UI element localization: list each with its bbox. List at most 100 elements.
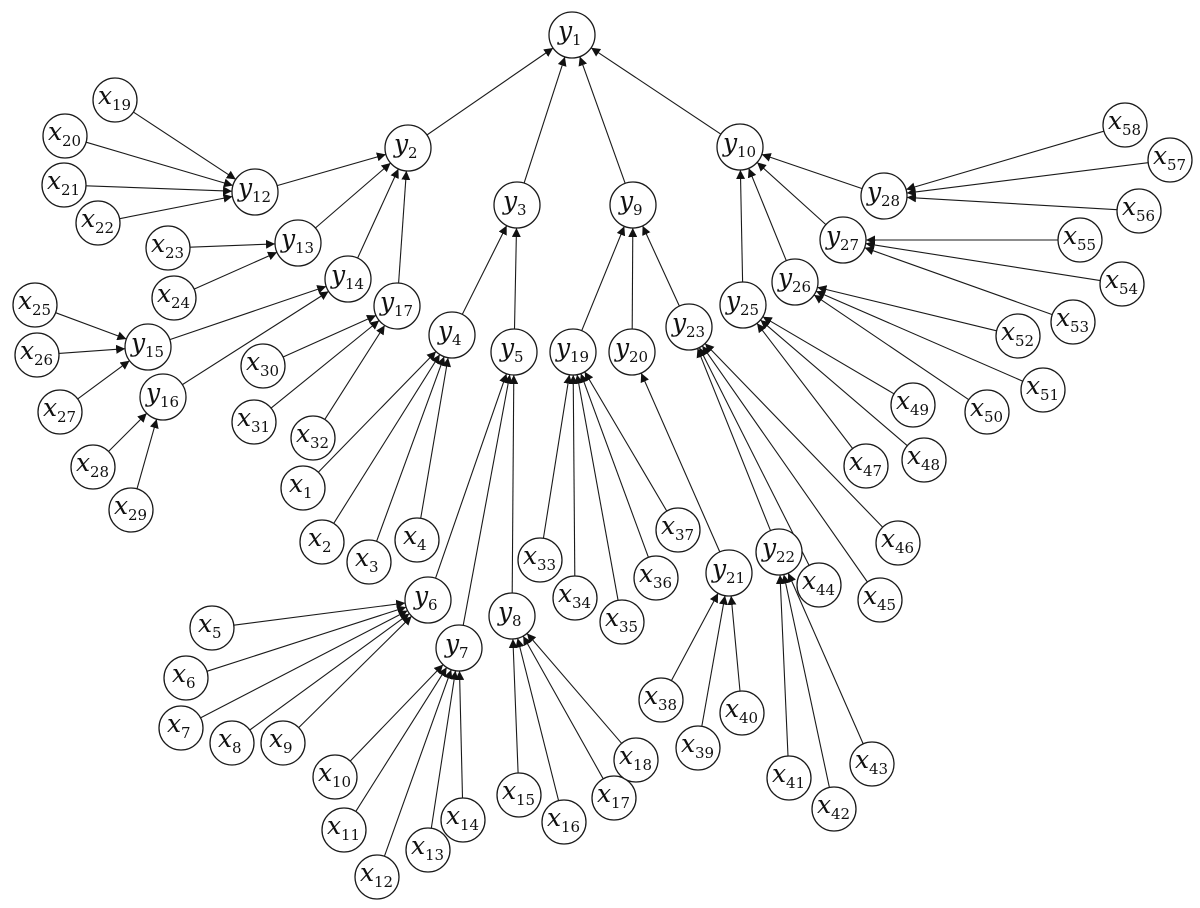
node-subscript: 27 — [840, 236, 859, 254]
edge-y27-to-y10 — [756, 161, 827, 226]
node-circle — [811, 786, 857, 832]
node-variable: y — [557, 16, 573, 45]
edge-x34-to-y19 — [568, 374, 578, 577]
node-circle — [719, 281, 767, 329]
node-circle — [274, 219, 322, 267]
node-subscript: 25 — [32, 301, 51, 319]
node-subscript: 1 — [303, 484, 313, 502]
node-circle — [299, 519, 345, 565]
edge-x32-to-y17 — [324, 325, 386, 420]
node-circle — [373, 282, 421, 330]
node-subscript: 16 — [160, 393, 179, 411]
node-variable: x — [269, 724, 283, 753]
edge-y10-to-y1 — [590, 47, 722, 135]
edge-x48-to-y25 — [760, 319, 908, 447]
node-circle — [189, 605, 235, 651]
node-circle — [843, 443, 889, 489]
edge-x24-to-y13 — [193, 251, 278, 290]
node-variable: y — [866, 177, 882, 206]
node-circle — [549, 328, 597, 376]
edge-y14-to-y2 — [357, 168, 399, 259]
edge-x49-to-y25 — [762, 316, 895, 395]
node-circle — [209, 720, 255, 766]
node-variable: x — [360, 858, 374, 887]
node-subscript: 10 — [332, 773, 351, 791]
node-variable: x — [1153, 141, 1167, 170]
node-variable: x — [47, 166, 61, 195]
node-circle — [493, 181, 541, 229]
node-subscript: 47 — [863, 462, 882, 480]
node-subscript: 25 — [740, 301, 759, 319]
node-circle — [766, 755, 812, 801]
node-circle — [796, 562, 842, 608]
node-variable: x — [43, 393, 57, 422]
edge-y28-to-y10 — [761, 153, 863, 190]
edge-x57-to-y28 — [906, 162, 1149, 197]
node-circle — [70, 444, 116, 490]
edge-x43-to-y22 — [787, 572, 864, 745]
node-subscript: 43 — [869, 760, 888, 778]
edge-x27-to-y15 — [77, 360, 130, 400]
node-circle — [435, 624, 483, 672]
edge-x51-to-y26 — [815, 290, 1024, 382]
edge-x17-to-y8 — [522, 635, 604, 780]
node-circle — [124, 323, 172, 371]
node-subscript: 21 — [61, 181, 80, 199]
node-circle — [665, 303, 713, 351]
node-subscript: 41 — [786, 774, 805, 792]
node-subscript: 20 — [62, 132, 81, 150]
node-subscript: 1 — [572, 31, 582, 49]
node-subscript: 27 — [57, 408, 76, 426]
edge-x14-to-y7 — [455, 670, 465, 799]
node-variable: y — [280, 224, 296, 253]
node-subscript: 8 — [512, 612, 522, 630]
edge-y12-to-y2 — [276, 152, 387, 187]
node-subscript: 17 — [394, 302, 413, 320]
edge-x12-to-y7 — [383, 669, 453, 857]
node-subscript: 56 — [1136, 207, 1155, 225]
node-variable: y — [145, 378, 161, 407]
node-circle — [163, 655, 209, 701]
node-subscript: 19 — [570, 348, 589, 366]
node-circle — [428, 311, 476, 359]
edge-x11-to-y7 — [355, 667, 448, 812]
edge-y23-to-y9 — [642, 225, 680, 307]
node-variable: y — [237, 173, 253, 202]
node-variable: x — [114, 491, 128, 520]
node-circle — [705, 549, 753, 597]
node-circle — [599, 599, 645, 645]
node-variable: x — [218, 724, 232, 753]
edge-y6-to-y5 — [434, 373, 508, 579]
node-circle — [1099, 261, 1145, 307]
node-circle — [1050, 299, 1096, 345]
node-subscript: 33 — [537, 556, 556, 574]
edge-x30-to-y17 — [282, 314, 377, 358]
node-circle — [755, 528, 803, 576]
node-variable: x — [907, 441, 921, 470]
node-subscript: 37 — [675, 526, 694, 544]
node-variable: x — [172, 659, 186, 688]
node-circle — [145, 225, 191, 271]
edge-x26-to-y15 — [58, 344, 126, 354]
node-subscript: 22 — [776, 548, 795, 566]
node-variable: x — [523, 541, 537, 570]
edge-x41-to-y22 — [775, 574, 789, 757]
edge-y16-to-y14 — [182, 290, 329, 386]
node-subscript: 8 — [232, 739, 242, 757]
